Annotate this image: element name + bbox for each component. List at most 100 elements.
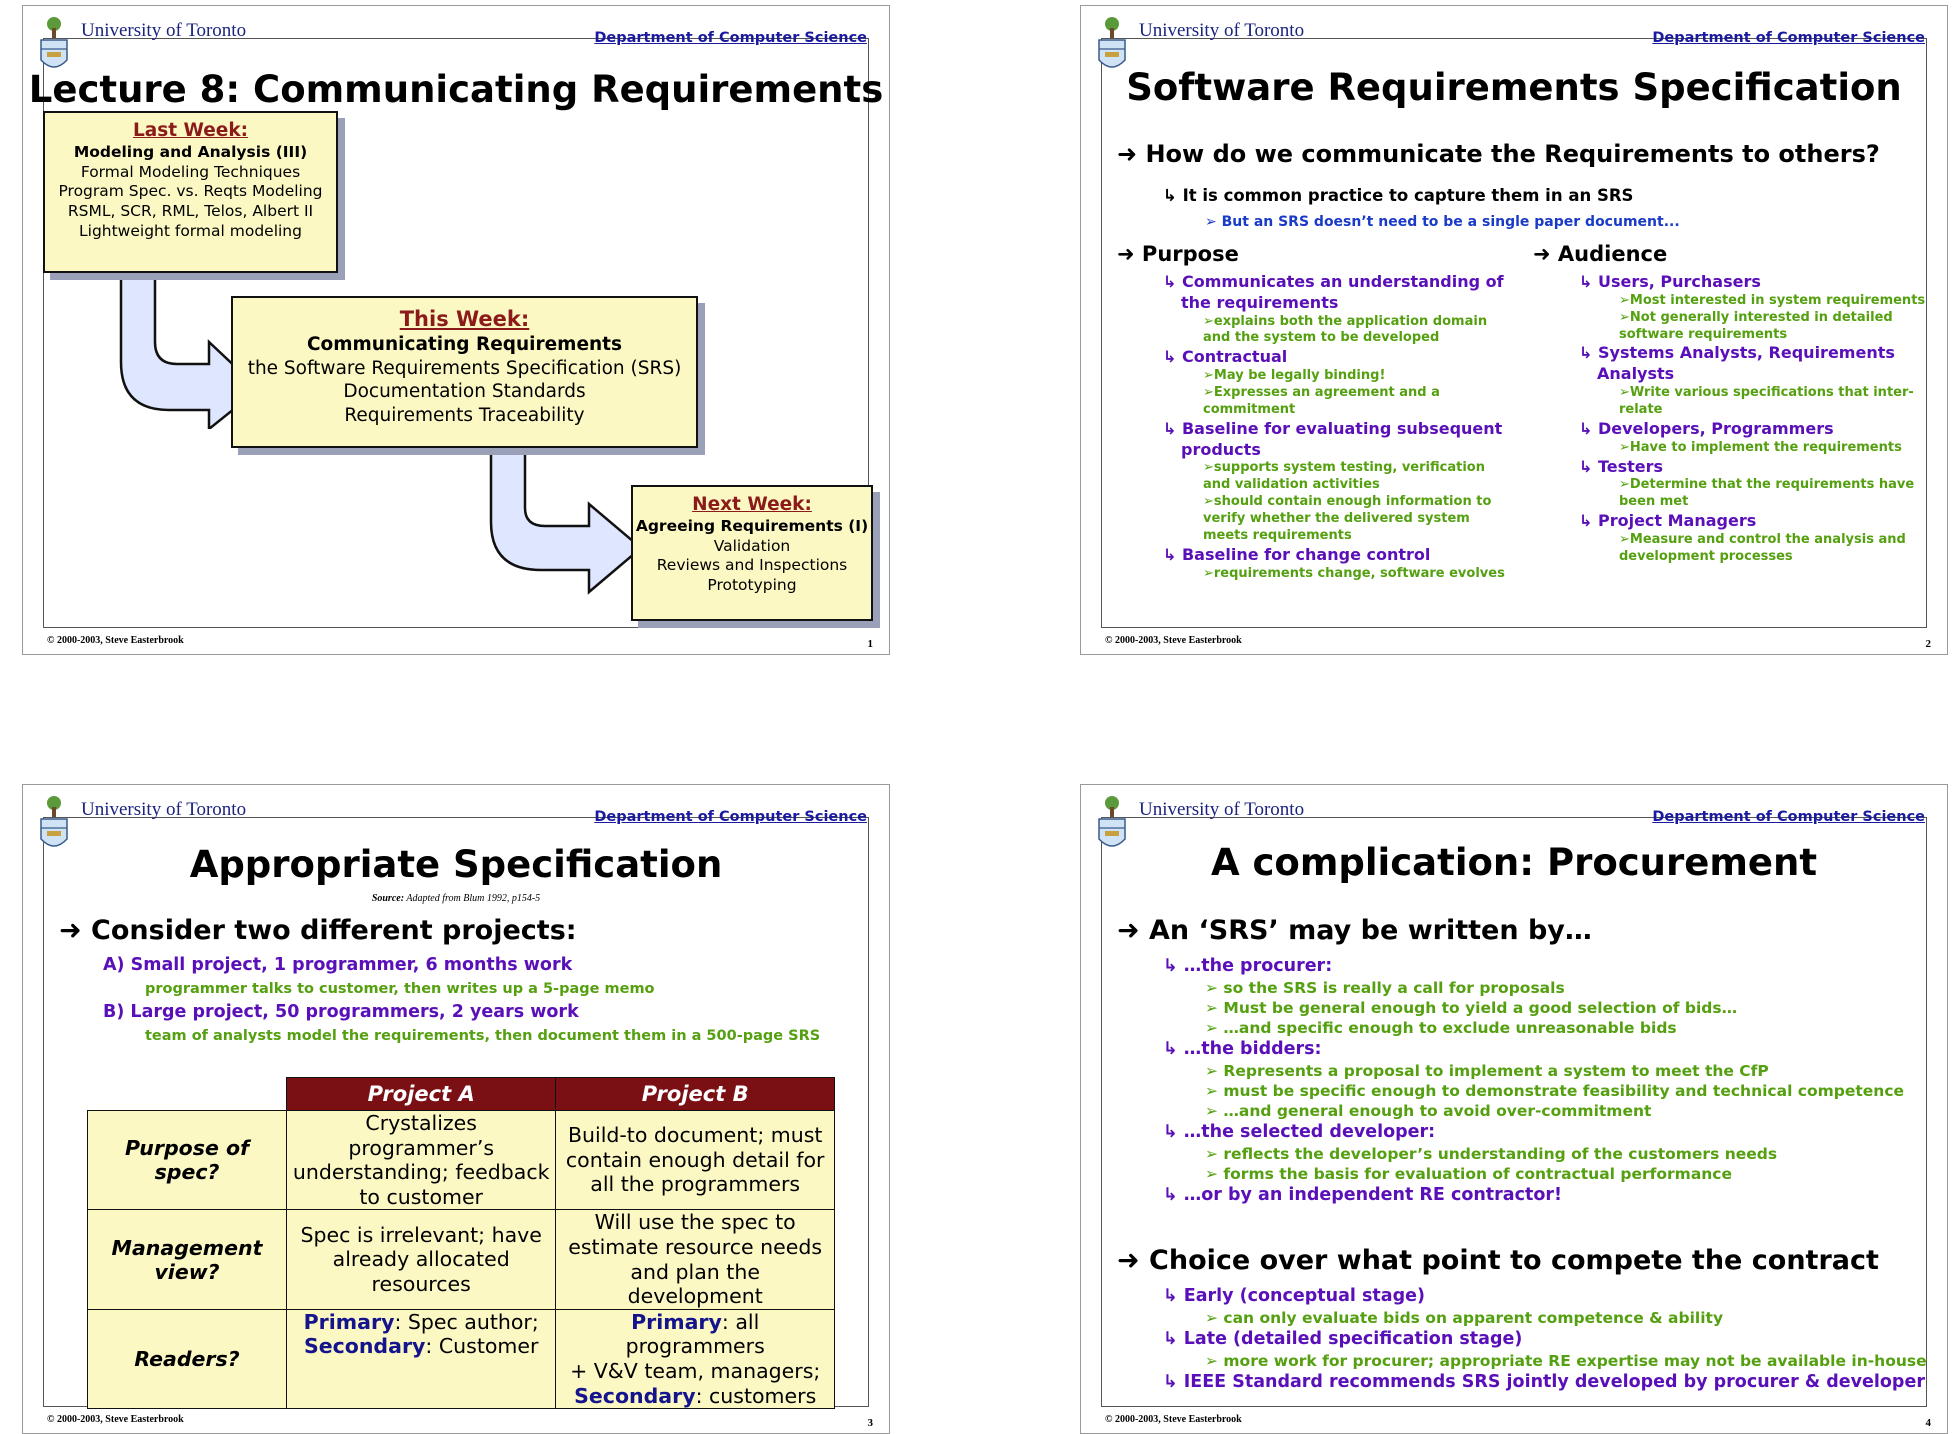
next-week-line: Validation bbox=[713, 536, 791, 555]
arrow-icon: ➜ bbox=[1117, 1245, 1140, 1276]
this-week-line: Communicating Requirements bbox=[306, 333, 623, 355]
source-note: Source: Adapted from Blum 1992, p154-5 bbox=[371, 893, 541, 904]
bullet-icon: ➢ bbox=[1205, 1102, 1218, 1121]
next-week-line: Reviews and Inspections bbox=[656, 556, 848, 575]
arrow-icon: ➜ bbox=[1533, 242, 1551, 266]
hook-arrow-icon: ↳ bbox=[1579, 343, 1593, 363]
hook-arrow-icon: ↳ bbox=[1163, 956, 1178, 976]
bullet-icon: ➢ bbox=[1205, 978, 1218, 997]
stage-list: ↳ Early (conceptual stage) ➢ can only ev… bbox=[1163, 1286, 1927, 1392]
hook-arrow-icon: ↳ bbox=[1163, 347, 1177, 367]
bullet-icon: ➢ bbox=[1205, 998, 1218, 1017]
next-week-box: Next Week: Agreeing Requirements (I) Val… bbox=[631, 485, 873, 621]
project-a-sub: programmer talks to customer, then write… bbox=[145, 981, 655, 997]
row-header: Purpose of spec? bbox=[87, 1109, 287, 1211]
hook-arrow-icon: ↳ bbox=[1163, 544, 1177, 564]
hook-arrow-icon: ↳ bbox=[1163, 186, 1177, 205]
bullet-icon: ➢ bbox=[1205, 214, 1217, 230]
hook-arrow-icon: ↳ bbox=[1163, 1286, 1178, 1306]
bullet-icon: ➢ bbox=[1205, 1082, 1218, 1101]
slide-title: Appropriate Specification bbox=[189, 843, 723, 886]
slide-title: A complication: Procurement bbox=[1210, 841, 1818, 884]
next-week-line: Prototyping bbox=[707, 576, 797, 595]
university-crest-icon bbox=[1098, 796, 1126, 847]
slide-4: University of Toronto Department of Comp… bbox=[1080, 784, 1948, 1434]
audience-heading: ➜ Audience bbox=[1533, 242, 1668, 266]
choice-line: ➜ Choice over what point to compete the … bbox=[1117, 1245, 1879, 1276]
hook-arrow-icon: ↳ bbox=[1163, 1371, 1178, 1392]
question-sub: ↳ It is common practice to capture them … bbox=[1163, 186, 1634, 205]
this-week-heading: This Week: bbox=[399, 307, 530, 331]
bullet-icon: ➢ bbox=[1205, 1308, 1218, 1327]
slide-1: University of Toronto Department of Comp… bbox=[22, 5, 890, 655]
bullet-icon: ➢ bbox=[1205, 1061, 1218, 1080]
next-week-line: Agreeing Requirements (I) bbox=[635, 516, 869, 535]
bullet-icon: ➢ bbox=[1205, 1351, 1218, 1370]
university-name: University of Toronto bbox=[1139, 799, 1305, 820]
hook-arrow-icon: ↳ bbox=[1579, 456, 1593, 476]
table-row: Readers? Primary: Spec author; Secondary… bbox=[87, 1308, 835, 1410]
last-week-heading: Last Week: bbox=[132, 120, 249, 141]
hook-arrow-icon: ↳ bbox=[1579, 511, 1593, 531]
project-a: A) Small project, 1 programmer, 6 months… bbox=[103, 955, 573, 975]
university-name: University of Toronto bbox=[1139, 20, 1305, 41]
purpose-heading: ➜ Purpose bbox=[1117, 242, 1239, 266]
srs-written-by: ➜ An ‘SRS’ may be written by… bbox=[1117, 915, 1592, 946]
last-week-box: Last Week: Modeling and Analysis (III) F… bbox=[43, 111, 338, 273]
last-week-line: RSML, SCR, RML, Telos, Albert II bbox=[67, 202, 314, 221]
copyright: © 2000-2003, Steve Easterbrook bbox=[1105, 635, 1242, 646]
university-crest-icon bbox=[1098, 17, 1126, 68]
department-name: Department of Computer Science bbox=[594, 30, 867, 46]
university-crest-icon bbox=[40, 796, 68, 847]
last-week-line: Modeling and Analysis (III) bbox=[73, 142, 308, 161]
hook-arrow-icon: ↳ bbox=[1579, 272, 1593, 291]
hook-arrow-icon: ↳ bbox=[1163, 1039, 1178, 1060]
arrow-icon: ➜ bbox=[1117, 915, 1140, 946]
next-week-heading: Next Week: bbox=[692, 494, 812, 515]
bullet-icon: ➢ bbox=[1205, 1145, 1218, 1164]
hook-arrow-icon: ↳ bbox=[1163, 1328, 1178, 1349]
table-row: Purpose of spec? Crystalizes programmer’… bbox=[87, 1109, 835, 1211]
department-name: Department of Computer Science bbox=[594, 809, 867, 825]
hook-arrow-icon: ↳ bbox=[1163, 272, 1177, 291]
hook-arrow-icon: ↳ bbox=[1579, 418, 1593, 438]
hook-arrow-icon: ↳ bbox=[1163, 1122, 1178, 1143]
slide-title: Lecture 8: Communicating Requirements bbox=[28, 68, 884, 111]
slide-frame bbox=[1101, 817, 1927, 1407]
university-name: University of Toronto bbox=[81, 20, 247, 41]
last-week-line: Formal Modeling Techniques bbox=[80, 162, 301, 181]
question-line: ➜ How do we communicate the Requirements… bbox=[1117, 140, 1880, 168]
last-week-line: Lightweight formal modeling bbox=[79, 221, 302, 240]
this-week-line: Requirements Traceability bbox=[344, 404, 585, 426]
comparison-table: Project A Project B Purpose of spec? Cry… bbox=[87, 1077, 835, 1410]
university-crest-icon bbox=[40, 17, 68, 68]
column-header-project-a: Project A bbox=[285, 1077, 557, 1111]
copyright: © 2000-2003, Steve Easterbrook bbox=[47, 1414, 184, 1425]
consider-line: ➜ Consider two different projects: bbox=[59, 915, 577, 946]
bullet-icon: ➢ bbox=[1205, 1165, 1218, 1184]
department-name: Department of Computer Science bbox=[1652, 809, 1925, 825]
flow-arrow-2 bbox=[489, 448, 643, 595]
page-number: 1 bbox=[867, 638, 874, 650]
copyright: © 2000-2003, Steve Easterbrook bbox=[1105, 1414, 1242, 1425]
department-name: Department of Computer Science bbox=[1652, 30, 1925, 46]
bullet-icon: ➢ bbox=[1205, 1019, 1218, 1038]
row-header: Readers? bbox=[87, 1308, 287, 1410]
writers-list: ↳ …the procurer: ➢ so the SRS is really … bbox=[1163, 956, 1905, 1206]
slide-3: University of Toronto Department of Comp… bbox=[22, 784, 890, 1434]
slide-title: Software Requirements Specification bbox=[1126, 66, 1902, 109]
arrow-icon: ➜ bbox=[1117, 140, 1138, 168]
this-week-box: This Week: Communicating Requirements th… bbox=[231, 296, 698, 448]
arrow-icon: ➜ bbox=[59, 915, 82, 946]
project-b: B) Large project, 50 programmers, 2 year… bbox=[103, 1002, 579, 1022]
this-week-line: the Software Requirements Specification … bbox=[247, 357, 682, 379]
page-number: 3 bbox=[867, 1417, 874, 1429]
last-week-line: Program Spec. vs. Reqts Modeling bbox=[58, 182, 323, 201]
page-number: 4 bbox=[1925, 1417, 1932, 1429]
question-sub2: ➢ But an SRS doesn’t need to be a single… bbox=[1205, 214, 1680, 230]
university-name: University of Toronto bbox=[81, 799, 247, 820]
purpose-list: ↳ Communicates an understanding of the r… bbox=[1163, 272, 1505, 581]
hook-arrow-icon: ↳ bbox=[1163, 1185, 1178, 1206]
audience-list: ↳ Users, Purchasers ➢Most interested in … bbox=[1579, 272, 1926, 564]
